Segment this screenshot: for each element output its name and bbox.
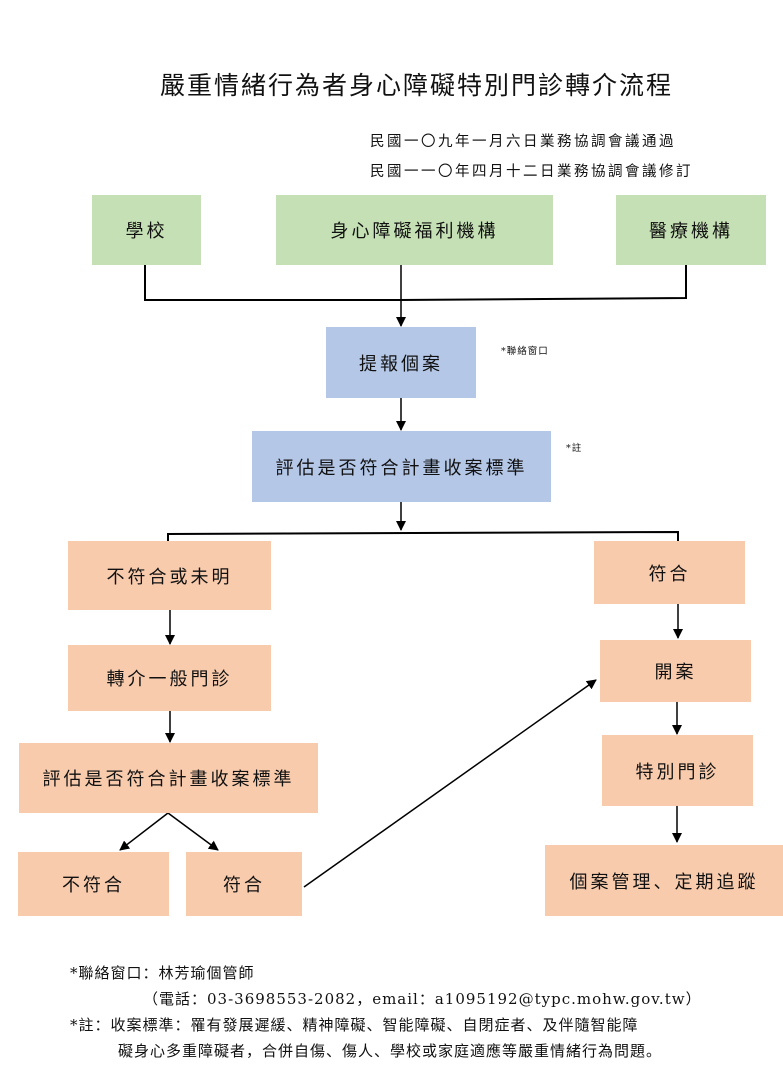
approval-revised: 民國一一〇年四月十二日業務協調會議修訂 xyxy=(370,164,693,180)
approval-passed: 民國一〇九年一月六日業務協調會議通過 xyxy=(370,134,676,150)
assess-criteria-box: 評估是否符合計畫收案標準 xyxy=(252,431,551,502)
reassess-criteria-box: 評估是否符合計畫收案標準 xyxy=(19,743,318,813)
open-case-box: 開案 xyxy=(600,640,751,702)
connector-medical xyxy=(399,265,687,301)
source-school: 學校 xyxy=(92,195,201,265)
arrow-q-to-open xyxy=(303,679,597,888)
refer-general-clinic-box: 轉介一般門診 xyxy=(68,645,271,711)
case-management-box: 個案管理、定期追蹤 xyxy=(545,845,783,916)
arrow-reassess-to-notq xyxy=(119,812,169,851)
source-welfare-institution: 身心障礙福利機構 xyxy=(276,195,553,265)
footer-contact-detail: （電話：03-3698553-2082，email：a1095192@typc.… xyxy=(143,990,702,1008)
connector-school xyxy=(144,265,400,301)
contact-note-marker: *聯絡窗口 xyxy=(501,346,549,357)
qualified-left-box: 符合 xyxy=(186,852,302,916)
source-medical-institution: 醫療機構 xyxy=(616,195,766,265)
footer-criteria-line2: 礙身心多重障礙者，合併自傷、傷人、學校或家庭適應等嚴重情緒行為問題。 xyxy=(118,1042,663,1060)
page-title: 嚴重情緒行為者身心障礙特別門診轉介流程 xyxy=(159,71,673,100)
report-case-box: 提報個案 xyxy=(326,327,476,398)
not-qualified-box: 不符合 xyxy=(18,852,169,916)
special-clinic-box: 特別門診 xyxy=(602,735,753,806)
footer-contact: *聯絡窗口：林芳瑜個管師 xyxy=(70,964,255,982)
footer-criteria-line1: *註：收案標準：罹有發展遲緩、精神障礙、智能障礙、自閉症者、及伴隨智能障 xyxy=(70,1016,639,1034)
branch-line xyxy=(167,530,679,541)
qualified-right-box: 符合 xyxy=(594,541,745,604)
criteria-note-marker: *註 xyxy=(566,443,583,454)
arrow-reassess-to-q xyxy=(167,812,219,851)
not-qualified-or-unclear-box: 不符合或未明 xyxy=(68,541,271,610)
